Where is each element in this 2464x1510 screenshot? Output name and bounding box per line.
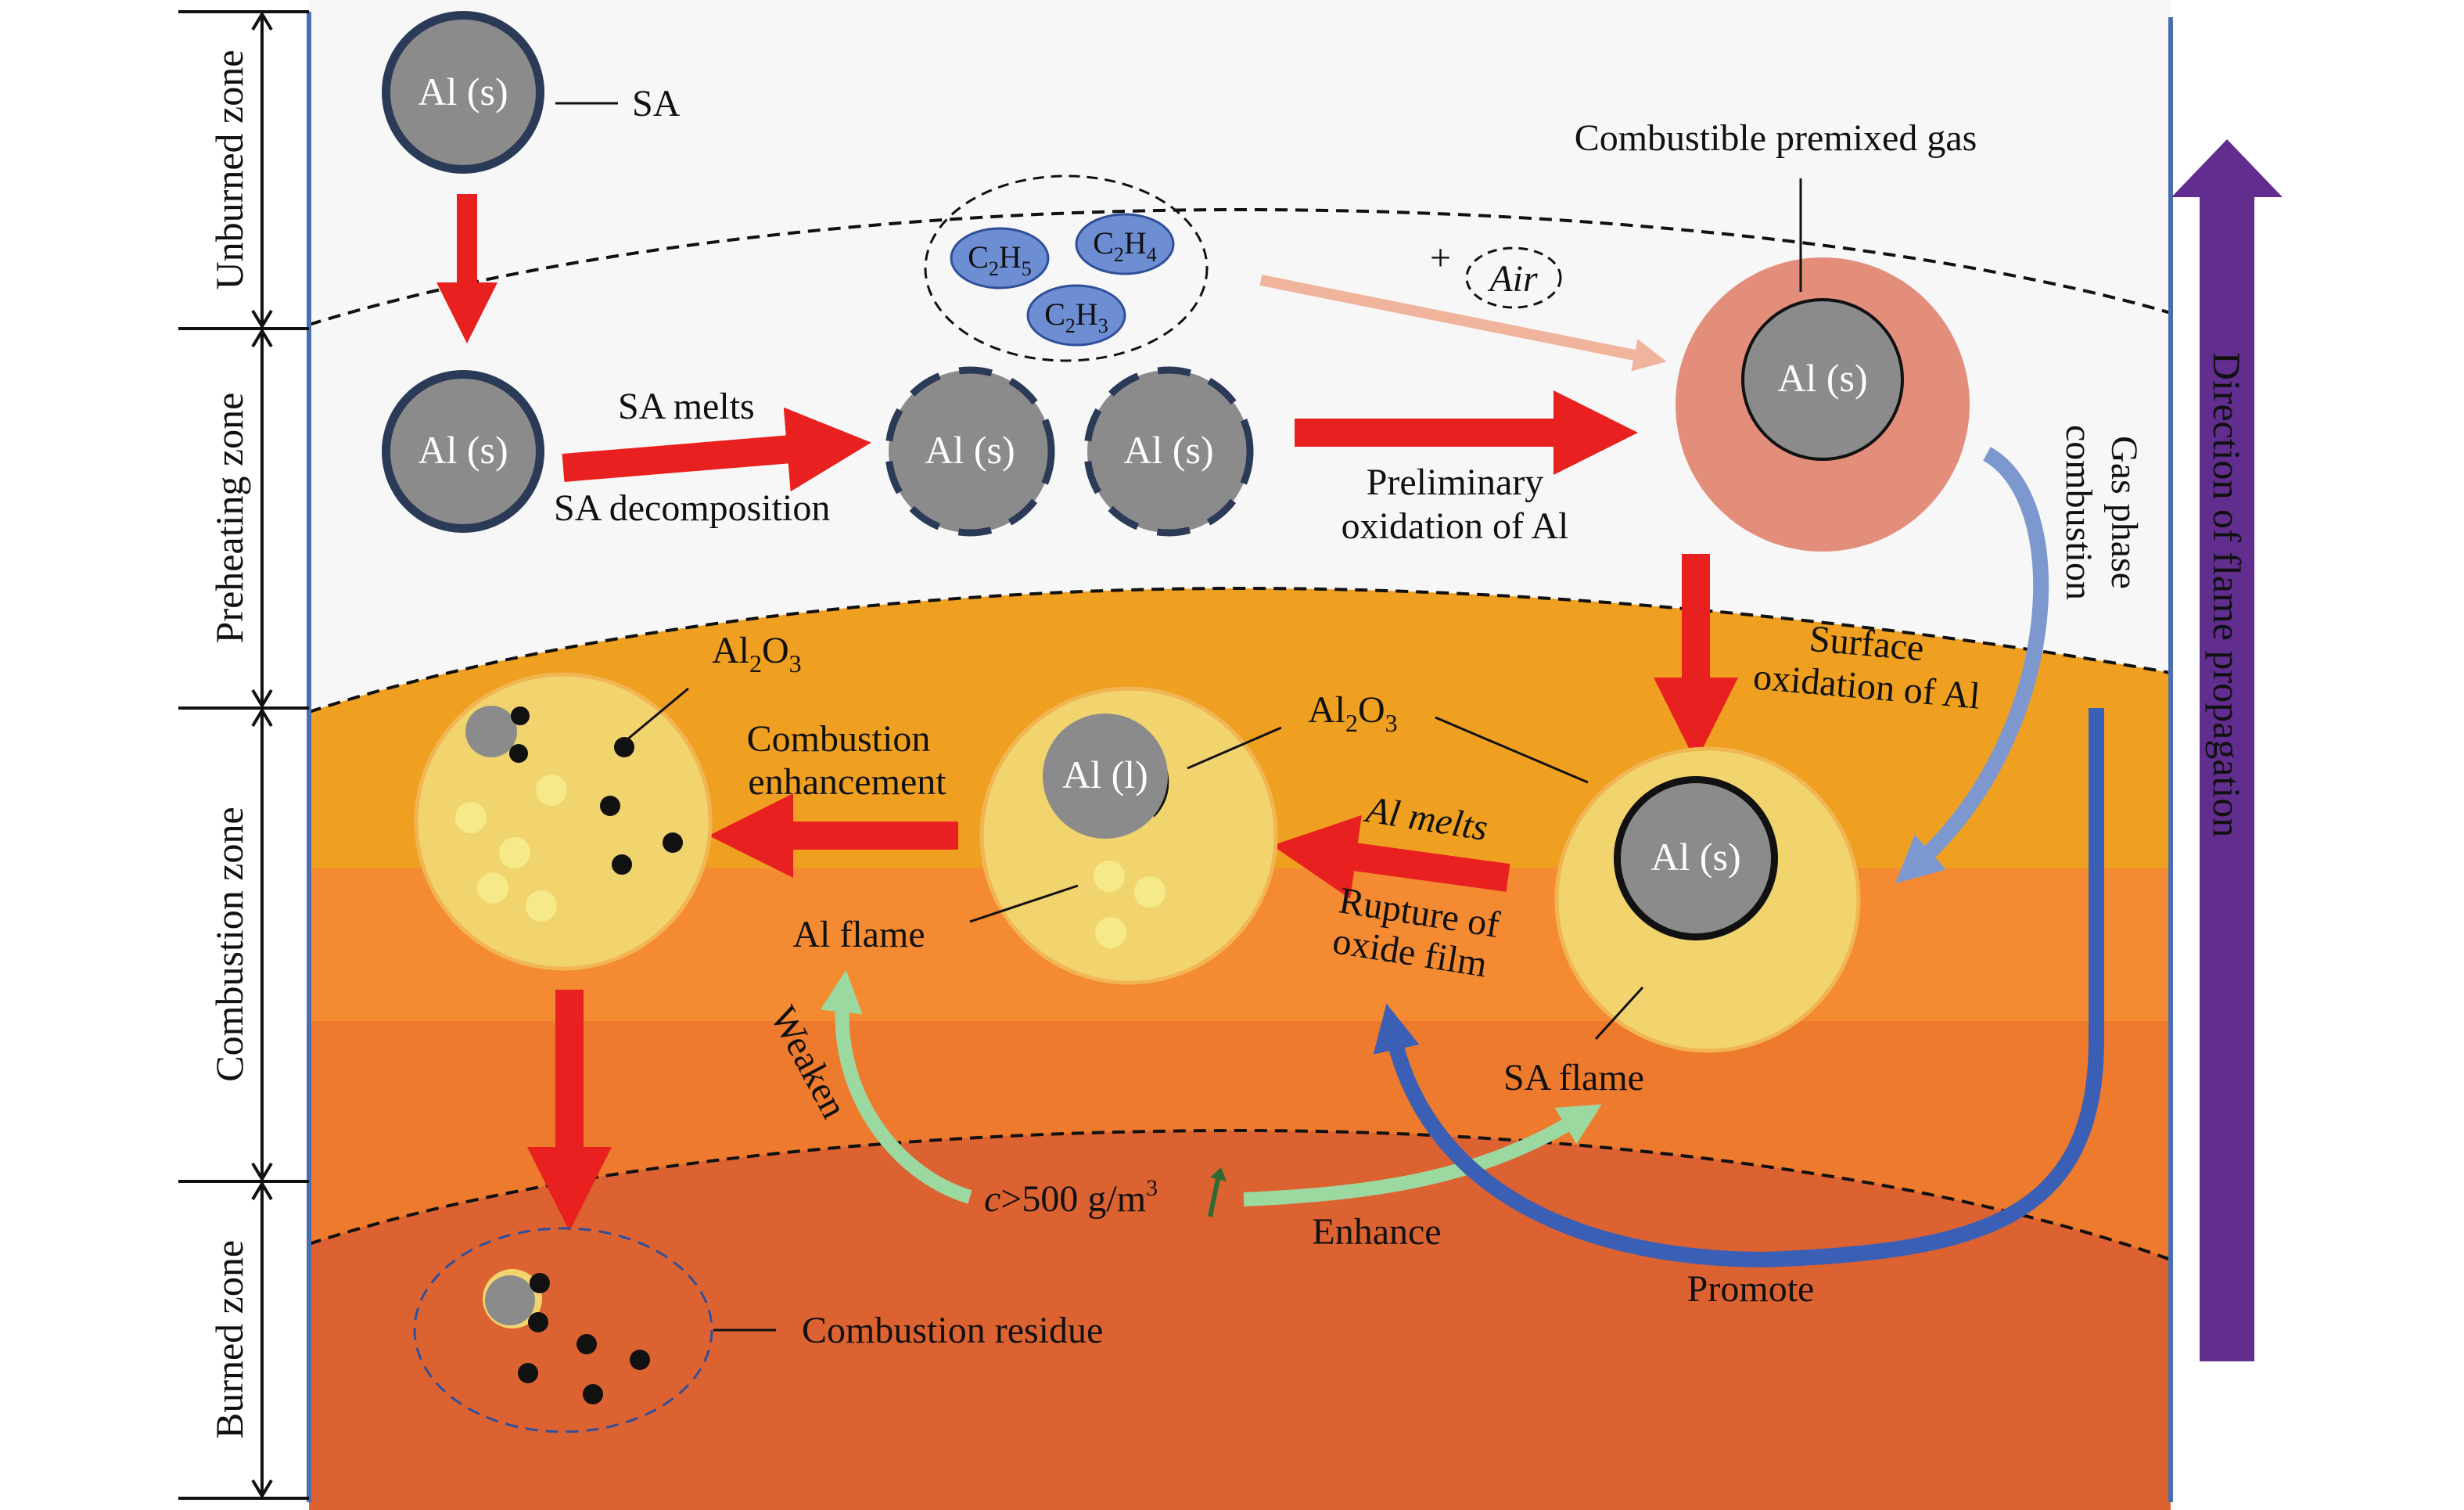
preheated-particle: Al (s) xyxy=(382,370,544,533)
molecule-c2h4: C2H4 xyxy=(1075,213,1175,275)
combustion-residue xyxy=(413,1227,713,1433)
decomposing-particle-2: Al (s) xyxy=(1083,366,1254,537)
svg-text:Al (s): Al (s) xyxy=(1650,835,1740,879)
molecule-c2h3: C2H3 xyxy=(1026,284,1126,347)
al2o3-label-left: Al2O3 xyxy=(712,630,802,678)
combustion-residue-label: Combustion residue xyxy=(802,1310,1103,1351)
air-bubble xyxy=(1465,246,1562,309)
arrow-gas-phase-combustion xyxy=(1895,447,2049,883)
combustion-zone-label: Combustion zone xyxy=(207,807,251,1081)
arrow-promote-return xyxy=(1763,708,2104,1267)
combustion-enhancement-label-2: enhancement xyxy=(748,761,946,803)
up-trend-arrow xyxy=(1208,1174,1221,1217)
al2o3-label-center: Al2O3 xyxy=(1308,689,1398,737)
svg-text:Al (s): Al (s) xyxy=(925,428,1015,472)
svg-text:Al (s): Al (s) xyxy=(1123,428,1213,472)
svg-text:C2H3: C2H3 xyxy=(1044,297,1108,337)
svg-text:Al (s): Al (s) xyxy=(418,428,508,472)
decomposition-gas-cloud xyxy=(924,174,1209,362)
preheating-zone-label: Preheating zone xyxy=(207,393,251,644)
combustion-enhancement-label-1: Combustion xyxy=(747,718,931,760)
svg-text:Al (l): Al (l) xyxy=(1062,753,1148,796)
svg-text:C2H5: C2H5 xyxy=(968,239,1032,280)
combustible-premixed-gas-label: Combustible premixed gas xyxy=(1575,117,1977,159)
promote-label: Promote xyxy=(1687,1268,1815,1310)
gas-phase-combustion-label-2: combustion xyxy=(2058,425,2099,600)
decomposing-particle-1: Al (s) xyxy=(885,366,1055,537)
preliminary-oxidation-label-1: Preliminary xyxy=(1367,462,1544,503)
zone-ruler xyxy=(178,10,309,1500)
unburned-zone-label: Unburned zone xyxy=(207,50,251,290)
svg-text:Al (s): Al (s) xyxy=(418,70,508,113)
gas-phase-combustion-label-1: Gas phase xyxy=(2103,436,2145,589)
molecule-c2h5: C2H5 xyxy=(950,227,1050,289)
flame-propagation-arrow xyxy=(2171,139,2283,1361)
svg-text:C2H4: C2H4 xyxy=(1093,225,1157,266)
arrow-enhance xyxy=(1243,1104,1602,1206)
air-label: Air xyxy=(1487,258,1538,300)
surface-oxidation-label-1: Surface xyxy=(1808,618,1926,670)
arrow-promote-rupture xyxy=(1373,1003,1769,1267)
sa-coated-particle: Al (s) xyxy=(382,11,544,174)
flame-propagation-label: Direction of flame propagation xyxy=(2205,352,2249,838)
sa-melts-label: SA melts xyxy=(618,386,755,427)
plus-sign: + xyxy=(1430,237,1451,279)
al-flame-label: Al flame xyxy=(792,914,925,955)
sa-decomposition-label: SA decomposition xyxy=(554,487,830,529)
arrow-gas-to-particle xyxy=(1259,275,1667,372)
sa-flame-label: SA flame xyxy=(1503,1057,1644,1098)
al-flame-particle: Al (l) xyxy=(979,686,1278,985)
arrow-weaken xyxy=(820,969,972,1204)
arrow-sa-melts xyxy=(562,407,871,492)
arrow-al-melts xyxy=(1272,814,1510,899)
al2o3-product-particle xyxy=(414,672,713,971)
gas-shell-particle: Al (s) xyxy=(1676,257,1970,552)
preliminary-oxidation-label-2: oxidation of Al xyxy=(1342,505,1569,547)
svg-text:Al (s): Al (s) xyxy=(1777,356,1867,400)
burned-zone-label: Burned zone xyxy=(207,1240,251,1439)
concentration-label: c>500 g/m3 xyxy=(984,1175,1158,1220)
sa-label: SA xyxy=(632,83,681,124)
enhance-label: Enhance xyxy=(1312,1211,1441,1253)
sa-flame-particle: Al (s) xyxy=(1554,746,1861,1053)
